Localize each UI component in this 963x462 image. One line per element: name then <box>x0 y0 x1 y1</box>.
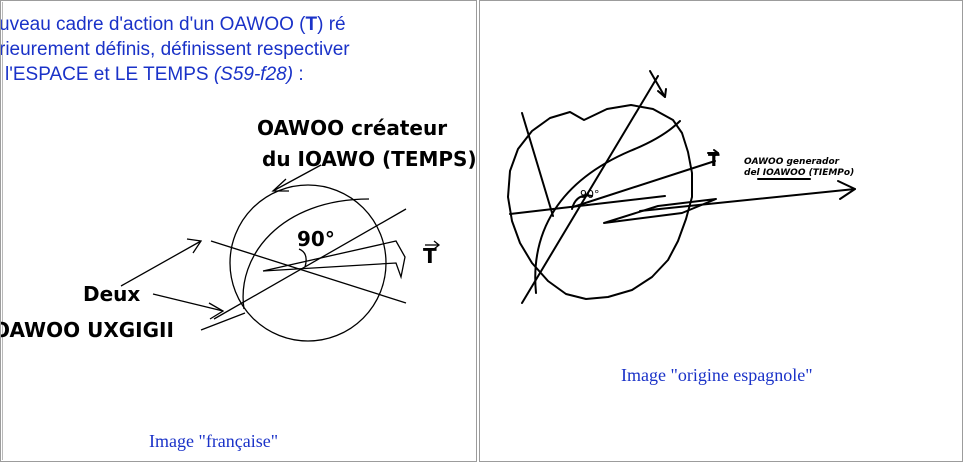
sketch-top-arrow <box>649 70 666 98</box>
diagonal-line-2 <box>210 240 407 304</box>
diagram-circle <box>229 184 387 342</box>
sketch-line-c <box>521 112 554 217</box>
sketch-vector-T <box>603 198 717 224</box>
intro-line-1: uveau cadre d'action d'un OAWOO (T) ré <box>0 12 476 37</box>
french-image-caption: Image "française" <box>149 431 279 451</box>
intro-line-3: l'ESPACE et LE TEMPS (S59-f28) : <box>1 62 476 87</box>
sketch-long-arrow-head <box>837 180 856 200</box>
handwritten-ioawoo: IOAWOO <box>762 168 806 178</box>
uxgigii-pointer <box>200 312 246 331</box>
sketch-circle <box>507 104 693 300</box>
deux-label: Deux <box>83 282 141 306</box>
intro-reference: (S59-f28) <box>213 64 294 85</box>
creator-label-1: OAWOO créateur <box>257 116 448 140</box>
sketch-line-a <box>509 195 666 215</box>
intro-paragraph: uveau cadre d'action d'un OAWOO (T) ré r… <box>0 12 476 87</box>
sketch-long-arrow <box>639 188 856 212</box>
sketch-inner-arc <box>534 120 681 294</box>
T-vector-arrow-head <box>433 240 441 250</box>
creator-label-2: du IOAWO (TEMPS) <box>262 147 477 171</box>
deux-arrow-lower-head <box>208 302 225 320</box>
spanish-diagram <box>507 70 856 304</box>
sketch-line-b <box>521 75 659 304</box>
sketch-top-arrow-head <box>657 88 667 98</box>
sketch-angle-label: 90° <box>580 188 600 201</box>
handwritten-line-1: OAWOO generador <box>744 157 840 167</box>
arrow-to-time-circle <box>272 164 322 192</box>
deux-arrow-upper <box>120 240 202 287</box>
french-image-cell: uveau cadre d'action d'un OAWOO (T) ré r… <box>0 0 477 462</box>
french-diagram <box>120 164 441 342</box>
intro-bold-T: T <box>305 14 318 35</box>
vector-T-arrow <box>262 240 406 280</box>
handwritten-tiempo: (TIEMPo) <box>805 168 855 178</box>
handwritten-del: del <box>744 168 763 178</box>
handwritten-line-2: del IOAWOO (TIEMPo) <box>744 168 854 179</box>
intro-line-1-end: ) ré <box>317 14 346 35</box>
spanish-image-cell: T 90° OAWOO generador del IOAWOO (TIEMPo… <box>479 0 963 462</box>
angle-label: 90° <box>297 227 335 251</box>
arrow-to-time-head <box>271 178 289 192</box>
intro-line-2: rieurement définis, définissent respecti… <box>0 39 350 60</box>
diagonal-line-1 <box>213 208 407 320</box>
intro-line-3-end: : <box>293 64 304 85</box>
angle-arc <box>298 248 307 268</box>
sketch-angle-arc <box>571 194 593 210</box>
sketch-T-label: T <box>708 151 720 171</box>
intro-line-3-text: l'ESPACE et LE TEMPS <box>5 64 214 85</box>
deux-arrow-lower <box>152 293 224 312</box>
spanish-image-caption: Image "origine espagnole" <box>621 365 813 385</box>
T-vector-label: T <box>423 244 437 268</box>
inner-arc <box>242 198 370 310</box>
french-image-frame <box>2 2 475 460</box>
sketch-T-arrow-head <box>713 149 719 157</box>
deux-arrow-upper-head <box>186 238 203 254</box>
intro-line-1-text: uveau cadre d'action d'un OAWOO ( <box>0 14 306 35</box>
sketch-line-d <box>572 160 716 208</box>
uxgigii-label: OAWOO UXGIGII <box>0 318 174 342</box>
